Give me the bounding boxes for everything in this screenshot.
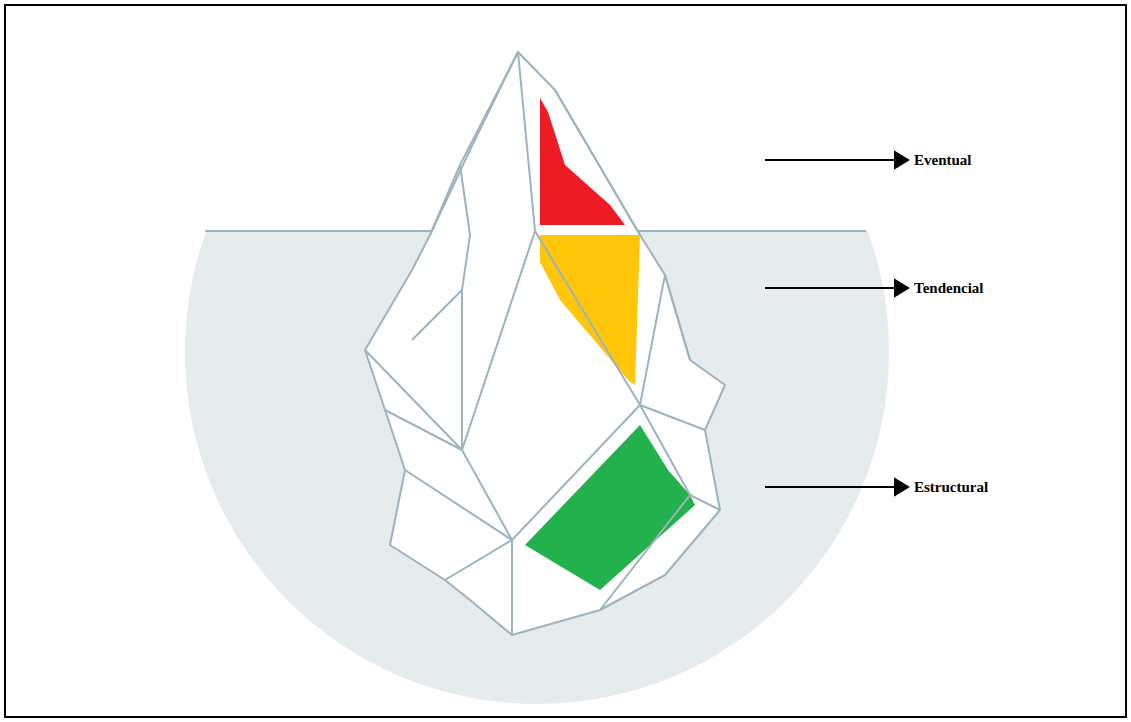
arrow-head: [895, 280, 908, 296]
tendencial-region: [540, 235, 640, 385]
iceberg-outline: [365, 52, 725, 635]
arrow-head: [895, 479, 908, 495]
level-label: Tendencial: [914, 279, 983, 297]
leader-arrow: [765, 159, 897, 161]
water: [185, 231, 889, 704]
level-label: Eventual: [914, 151, 972, 169]
estructural-region: [525, 425, 695, 590]
arrow-head: [895, 152, 908, 168]
frame: [5, 5, 1126, 717]
level-label: Estructural: [914, 478, 988, 496]
leader-arrow: [765, 287, 897, 289]
leader-arrow: [765, 486, 897, 488]
eventual-region: [540, 98, 625, 225]
iceberg-facets: [365, 52, 720, 635]
